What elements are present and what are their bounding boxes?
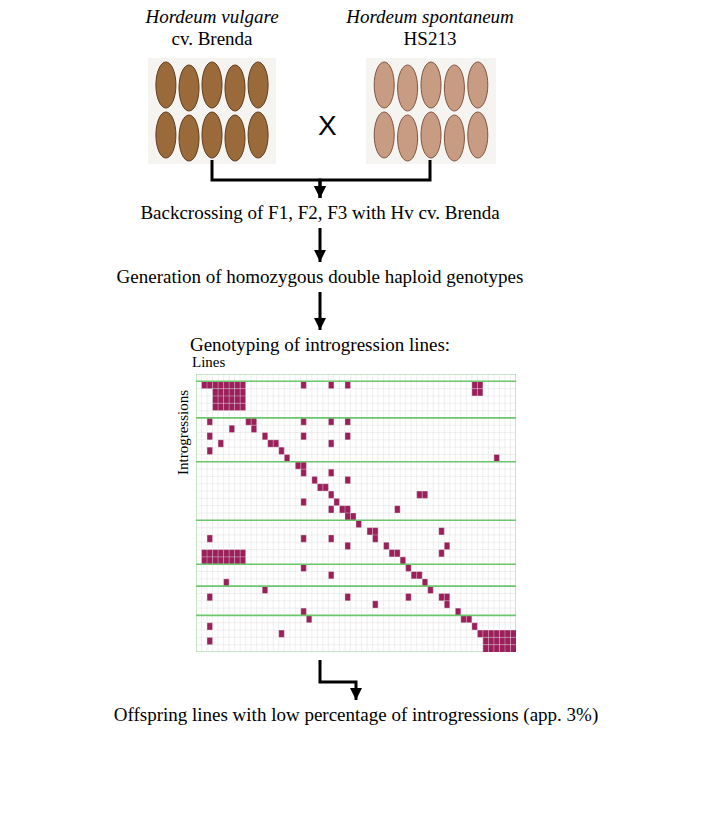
step-heading: Genotyping of introgression lines: — [190, 334, 450, 356]
spontaneum-seeds — [366, 58, 496, 164]
step-node: Hordeum vulgarecv. Brenda — [145, 6, 278, 156]
flow-arrow — [320, 660, 356, 700]
step-text: Offspring lines with low percentage of i… — [114, 704, 599, 726]
step-text: Hordeum spontaneum — [346, 6, 514, 28]
step-text: Backcrossing of F1, F2, F3 with Hv cv. B… — [140, 202, 499, 224]
step-text: Hordeum vulgare — [145, 6, 278, 28]
cross-sign: X — [318, 110, 337, 142]
image-space — [346, 50, 514, 156]
flow-arrow — [319, 292, 322, 330]
flow-arrow — [320, 160, 430, 198]
step-node: Offspring lines with low percentage of i… — [114, 704, 599, 726]
step-node: Generation of homozygous double haploid … — [117, 266, 524, 288]
axis-label: Lines — [192, 354, 225, 371]
step-node: Genotyping of introgression lines:LinesI… — [168, 334, 528, 656]
step-subtext: HS213 — [346, 28, 514, 50]
flow-arrow — [212, 160, 320, 198]
axis-label: Introgressions — [175, 390, 192, 475]
step-node: Hordeum spontaneumHS213 — [346, 6, 514, 156]
genotype-grid — [196, 374, 516, 652]
image-space — [145, 50, 278, 156]
vulgare-seeds — [148, 58, 276, 164]
step-node: Backcrossing of F1, F2, F3 with Hv cv. B… — [140, 202, 499, 224]
step-subtext: cv. Brenda — [145, 28, 278, 50]
flow-arrow — [319, 228, 322, 262]
step-text: Generation of homozygous double haploid … — [117, 266, 524, 288]
